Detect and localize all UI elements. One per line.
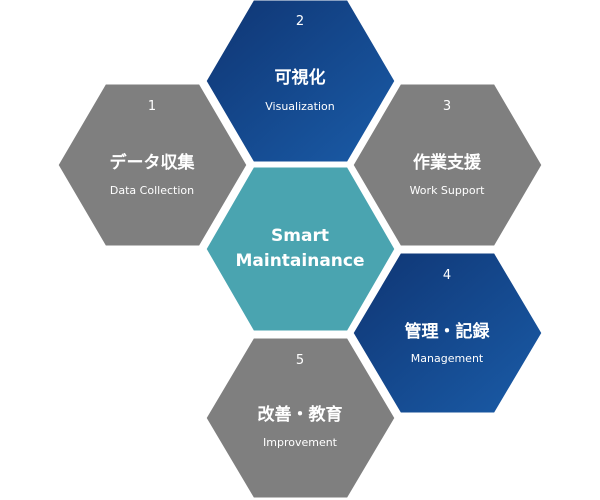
- hex-node-management: 4 管理・記録 Management: [350, 250, 545, 416]
- node-title: 管理・記録: [405, 321, 491, 342]
- node-number: 4: [443, 268, 451, 283]
- center-title-line2: Maintainance: [235, 251, 364, 271]
- node-title: 改善・教育: [258, 404, 343, 425]
- hex-shape: [55, 81, 250, 249]
- node-subtitle: Data Collection: [110, 184, 194, 197]
- node-subtitle: Work Support: [410, 184, 486, 197]
- hex-node-center: Smart Maintainance: [203, 164, 398, 334]
- node-subtitle: Improvement: [263, 436, 338, 449]
- node-number: 5: [296, 353, 304, 368]
- hex-shape: [203, 0, 398, 165]
- hex-node-work-support: 3 作業支援 Work Support: [350, 81, 545, 249]
- hex-shape: [203, 164, 398, 334]
- hex-node-improvement: 5 改善・教育 Improvement: [203, 335, 398, 500]
- node-title: 可視化: [275, 67, 326, 88]
- hex-node-visualization: 2 可視化 Visualization: [203, 0, 398, 165]
- node-number: 3: [443, 99, 451, 114]
- node-title: 作業支援: [413, 152, 482, 173]
- node-subtitle: Visualization: [265, 100, 335, 113]
- node-number: 1: [148, 99, 156, 114]
- node-title: データ収集: [110, 152, 196, 173]
- hex-shape: [350, 81, 545, 249]
- node-number: 2: [296, 14, 304, 29]
- hex-shape: [203, 335, 398, 500]
- node-subtitle: Management: [411, 352, 484, 365]
- hex-shape: [350, 250, 545, 416]
- hex-node-data-collection: 1 データ収集 Data Collection: [55, 81, 250, 249]
- center-title-line1: Smart: [271, 226, 329, 246]
